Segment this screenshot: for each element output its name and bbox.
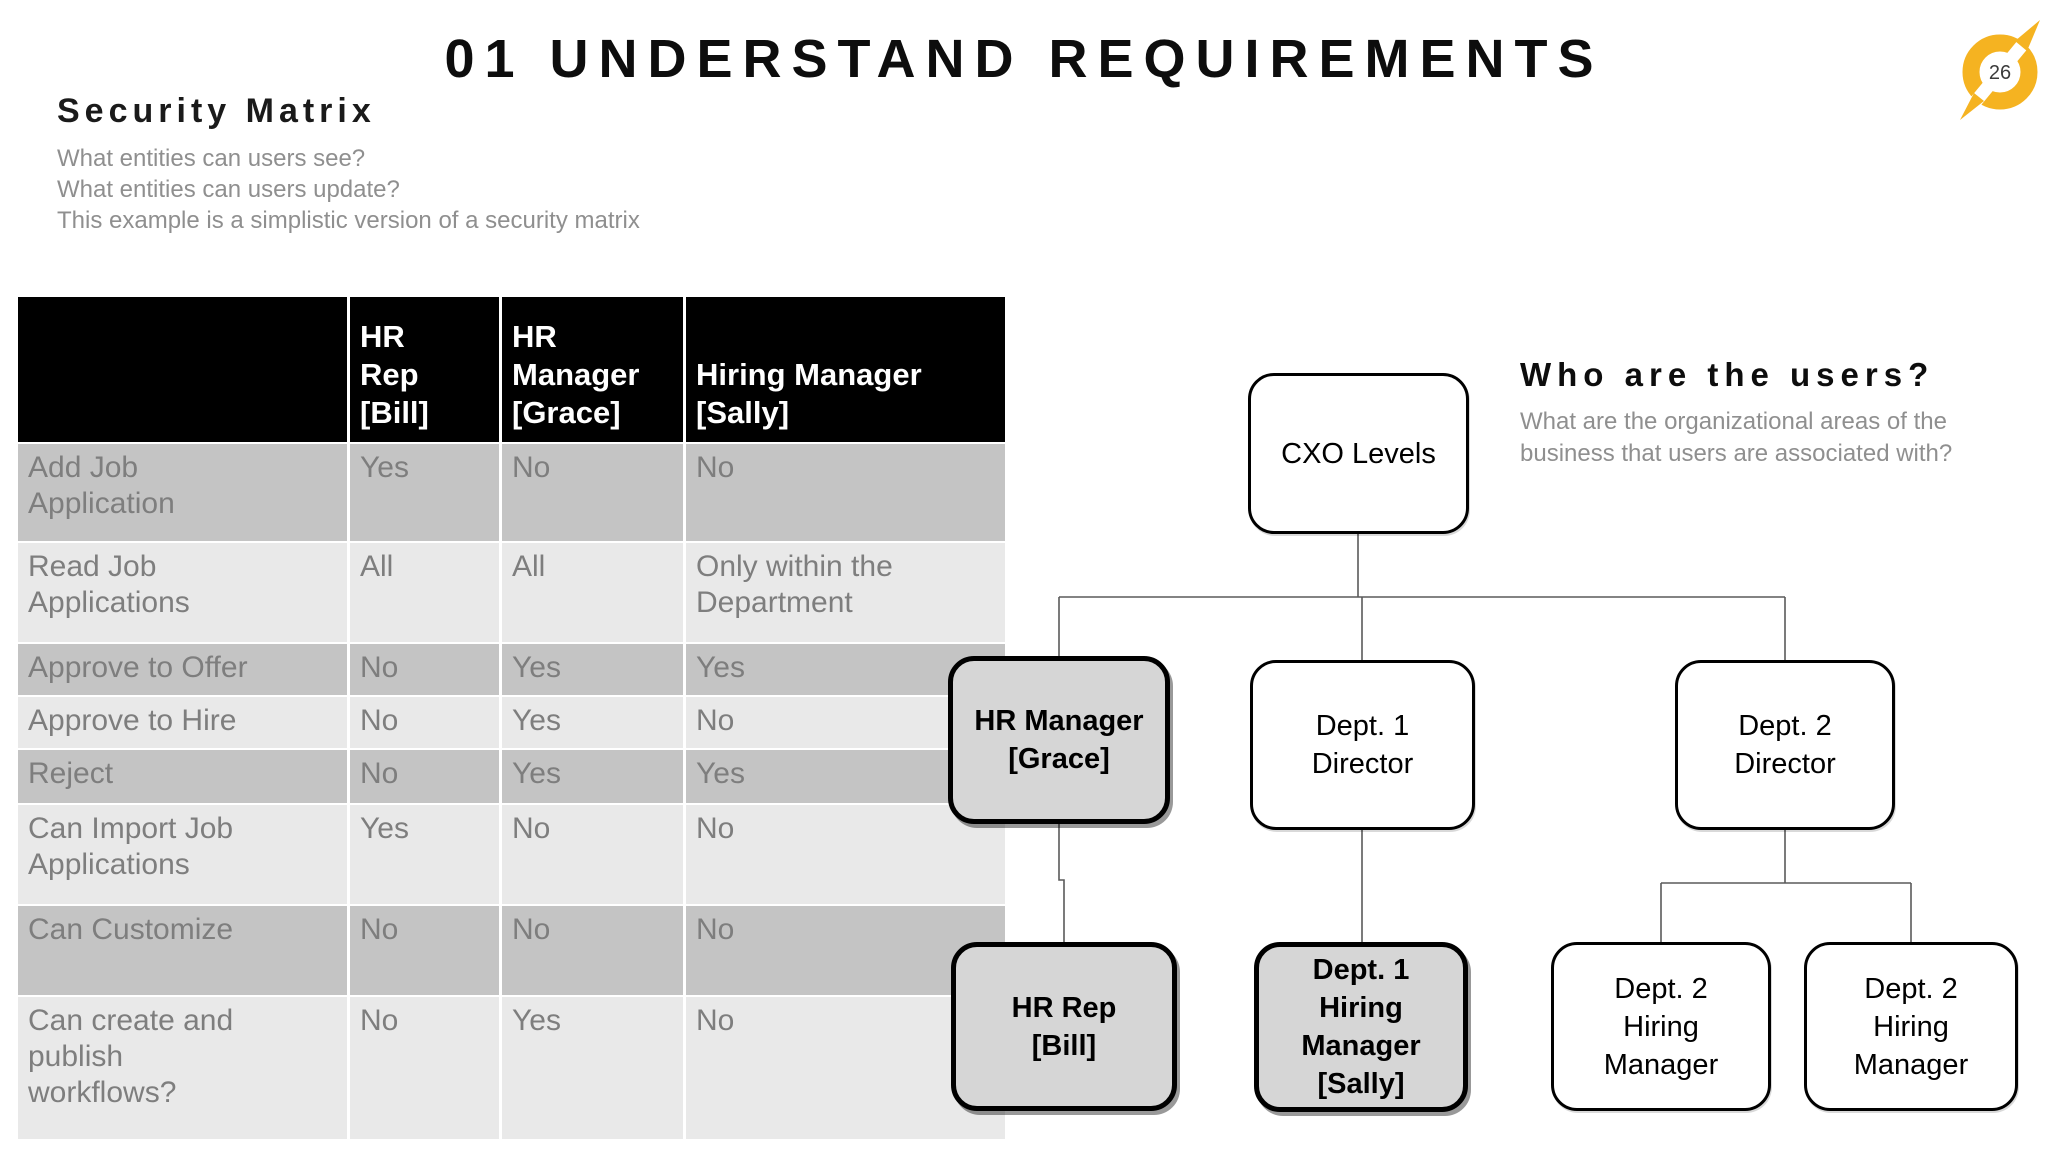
page-title: 01 UNDERSTAND REQUIREMENTS: [444, 29, 1604, 89]
column-header: HR Manager [Grace]: [502, 297, 686, 444]
table-cell: No: [686, 444, 1005, 543]
logo-tip-bottom: [1960, 93, 1984, 120]
page-number-badge: 26: [1989, 62, 2011, 84]
row-label: Can Customize: [18, 906, 350, 997]
row-label: Reject: [18, 750, 350, 805]
table-cell: All: [350, 543, 502, 644]
security-matrix-table: HR Rep [Bill]HR Manager [Grace]Hiring Ma…: [18, 297, 1005, 1141]
section-line: This example is a simplistic version of …: [57, 207, 640, 234]
row-label: Add Job Application: [18, 444, 350, 543]
org-node-dept2-hiring-manager-2: Dept. 2 Hiring Manager: [1804, 942, 2018, 1111]
column-header: Hiring Manager [Sally]: [686, 297, 1005, 444]
org-node-hr-manager: HR Manager [Grace]: [948, 656, 1170, 824]
table-cell: Yes: [502, 697, 686, 750]
org-node-hr-rep: HR Rep [Bill]: [951, 942, 1177, 1111]
table-cell: No: [350, 750, 502, 805]
brand-logo: 26: [1958, 20, 2042, 122]
row-label: Approve to Hire: [18, 697, 350, 750]
table-cell: Yes: [502, 644, 686, 697]
column-header: HR Rep [Bill]: [350, 297, 502, 444]
row-label: Can create and publish workflows?: [18, 997, 350, 1141]
table-header-row: HR Rep [Bill]HR Manager [Grace]Hiring Ma…: [18, 297, 1005, 444]
table-cell: No: [350, 697, 502, 750]
table-cell: No: [502, 444, 686, 543]
table-cell: No: [350, 997, 502, 1141]
table-cell: Yes: [502, 997, 686, 1141]
table-cell: No: [502, 906, 686, 997]
table-cell: Yes: [350, 805, 502, 906]
section-line: What entities can users see?: [57, 145, 366, 172]
table-cell: Yes: [502, 750, 686, 805]
users-panel-heading: Who are the users?: [1520, 356, 1935, 393]
section-line: What entities can users update?: [57, 176, 400, 203]
table-cell: Yes: [350, 444, 502, 543]
column-header: [18, 297, 350, 444]
users-panel-description: What are the organizational areas of the…: [1520, 408, 1953, 467]
section-description: What entities can users see? What entiti…: [57, 143, 640, 236]
table-cell: No: [350, 644, 502, 697]
org-node-dept2-director: Dept. 2 Director: [1675, 660, 1895, 830]
table-cell: No: [502, 805, 686, 906]
table-cell: Only within the Department: [686, 543, 1005, 644]
table-cell: All: [502, 543, 686, 644]
logo-tip-top: [2015, 20, 2040, 51]
org-node-dept2-hiring-manager-1: Dept. 2 Hiring Manager: [1551, 942, 1771, 1111]
row-label: Can Import Job Applications: [18, 805, 350, 906]
row-label: Read Job Applications: [18, 543, 350, 644]
org-node-cxo: CXO Levels: [1248, 373, 1469, 534]
org-node-dept1-director: Dept. 1 Director: [1250, 660, 1475, 830]
org-node-dept1-hiring-manager: Dept. 1 Hiring Manager [Sally]: [1254, 942, 1468, 1112]
logo-ring: [1962, 34, 2038, 110]
section-heading-security-matrix: Security Matrix: [57, 92, 376, 130]
table-cell: No: [686, 805, 1005, 906]
table-cell: No: [350, 906, 502, 997]
row-label: Approve to Offer: [18, 644, 350, 697]
